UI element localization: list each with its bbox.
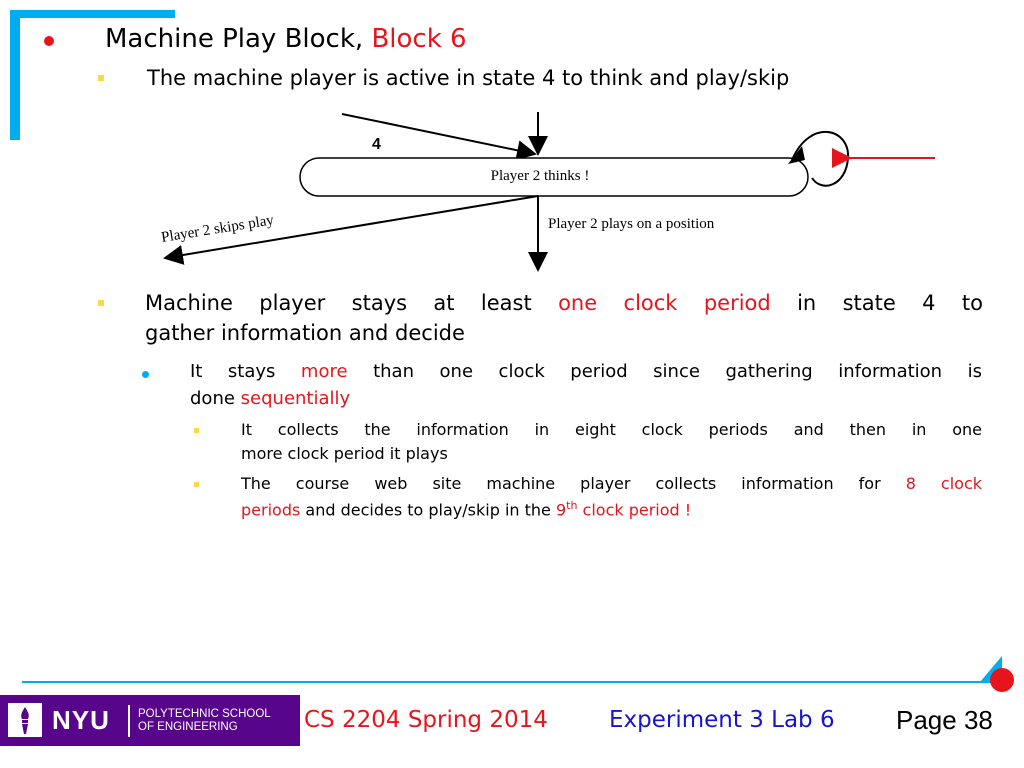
state-4-box	[299, 157, 809, 197]
bullet-square	[98, 75, 104, 81]
self-loop-arrowhead	[788, 146, 805, 164]
bullet-text-line2: done sequentially	[190, 388, 351, 409]
state-label: Player 2 thinks !	[491, 168, 590, 184]
experiment-label: Experiment 3 Lab 6	[609, 707, 835, 733]
footer-divider	[22, 681, 992, 683]
skip-label: Player 2 skips play	[160, 212, 275, 246]
page-number: Page 38	[896, 705, 993, 735]
bullet-square	[194, 428, 199, 433]
bullet-blue	[142, 371, 149, 378]
school-name: POLYTECHNIC SCHOOL OF ENGINEERING	[138, 708, 271, 733]
bullet-text-line1: Machine player stays at least one clock …	[145, 291, 983, 315]
course-label: CS 2204 Spring 2014	[304, 707, 548, 733]
play-label: Player 2 plays on a position	[548, 216, 715, 232]
nyu-wordmark: NYU	[52, 705, 110, 735]
state-diagram: 4 Player 2 thinks ! Player 2 skips play …	[160, 112, 935, 272]
bullet-text-line2: periods and decides to play/skip in the …	[241, 499, 692, 520]
nyu-logo: NYU POLYTECHNIC SCHOOL OF ENGINEERING	[0, 695, 300, 746]
bullet-text-line1: It stays more than one clock period sinc…	[190, 361, 982, 382]
decor-bar-top	[10, 10, 175, 18]
state-number-label: 4	[372, 136, 381, 153]
bullet-red	[44, 36, 54, 46]
decor-bar-left	[10, 10, 20, 140]
skip-arrow	[163, 195, 539, 265]
bullet-square	[98, 300, 104, 306]
slide-title: Machine Play Block, Block 6	[105, 24, 467, 54]
corner-dot	[990, 668, 1014, 692]
bullet-text-line2: more clock period it plays	[241, 444, 448, 463]
bullet-square	[194, 482, 199, 487]
incoming-arrow	[341, 113, 537, 161]
subbullet-text: The machine player is active in state 4 …	[147, 66, 790, 90]
logo-separator	[128, 705, 130, 737]
bullet-text-line1: It collects the information in eight clo…	[241, 420, 982, 439]
bullet-text-line1: The course web site machine player colle…	[241, 474, 983, 493]
torch-icon	[8, 703, 42, 737]
bullet-text-line2: gather information and decide	[145, 321, 465, 345]
